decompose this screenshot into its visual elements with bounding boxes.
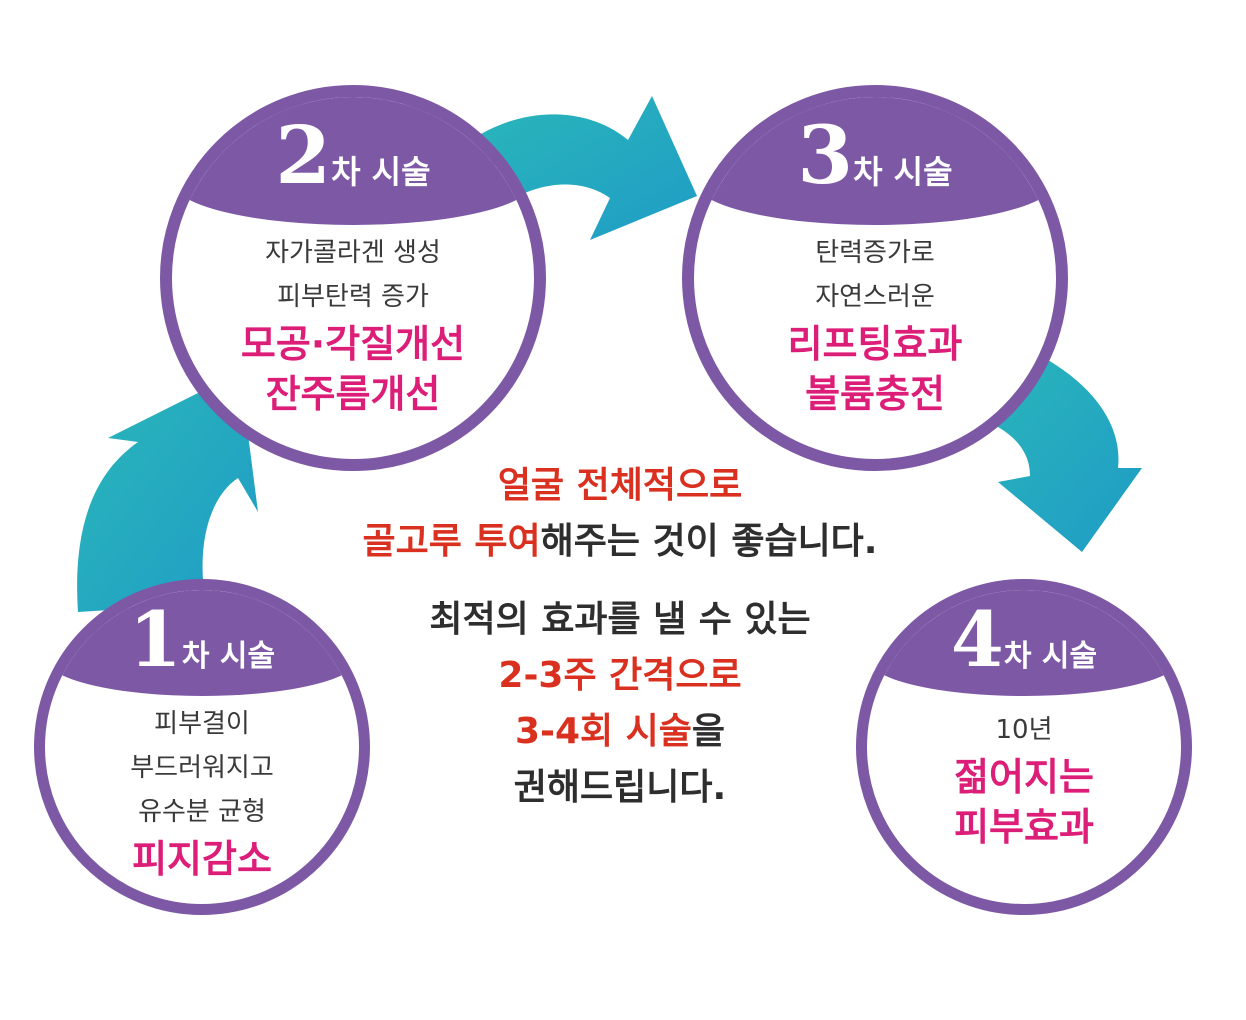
step-2-highlight: 모공·각질개선	[240, 322, 466, 366]
step-1-header	[45, 590, 359, 696]
step-1-line: 부드러워지고	[130, 753, 274, 783]
step-1-highlight: 피지감소	[132, 837, 272, 881]
step-3-highlight: 볼륨충전	[805, 372, 945, 416]
center-line-2-highlight: 골고루 투여	[362, 521, 541, 562]
step-4-highlight: 젊어지는	[954, 755, 1094, 799]
step-1-title: 차 시술	[181, 639, 276, 674]
step-3-line: 자연스러운	[815, 282, 935, 312]
step-2-circle: 2 차 시술 자가콜라겐 생성 피부탄력 증가 모공·각질개선 잔주름개선	[160, 85, 546, 471]
step-2-line: 자가콜라겐 생성	[265, 238, 441, 268]
step-2-highlight: 잔주름개선	[265, 372, 441, 416]
step-4-header	[867, 590, 1181, 696]
center-line-4: 2-3주 간격으로	[498, 655, 742, 696]
step-3-line: 탄력증가로	[815, 238, 935, 268]
step-4-title: 차 시술	[1003, 639, 1098, 674]
step-4-highlight: 피부효과	[954, 805, 1094, 849]
step-2-title: 차 시술	[331, 153, 431, 191]
center-line-5-text: 을	[691, 711, 726, 752]
step-1-number: 1	[128, 595, 182, 684]
step-2-line: 피부탄력 증가	[277, 282, 429, 312]
step-3-number: 3	[797, 108, 854, 202]
center-line-6: 권해드립니다.	[513, 767, 727, 808]
step-3-title: 차 시술	[853, 153, 953, 191]
step-2-header	[172, 97, 534, 225]
step-3-header	[694, 97, 1056, 225]
step-2-number: 2	[275, 108, 332, 202]
center-line-5-highlight: 3-4회 시술	[514, 711, 692, 752]
step-4-line: 10년	[995, 715, 1053, 745]
step-3-highlight: 리프팅효과	[787, 322, 963, 366]
step-1-line: 피부결이	[154, 709, 250, 739]
arrow-1-to-2	[77, 372, 258, 612]
center-line-3: 최적의 효과를 낼 수 있는	[429, 599, 811, 640]
step-1-line: 유수분 균형	[138, 797, 266, 827]
center-message: 얼굴 전체적으로 골고루 투여해주는 것이 좋습니다. 최적의 효과를 낼 수 …	[300, 458, 940, 816]
step-1-circle: 1 차 시술 피부결이 부드러워지고 유수분 균형 피지감소	[34, 579, 370, 915]
center-line-1: 얼굴 전체적으로	[497, 465, 743, 506]
center-line-2: 골고루 투여해주는 것이 좋습니다.	[300, 514, 940, 570]
step-4-number: 4	[950, 595, 1004, 684]
center-line-5: 3-4회 시술을	[300, 704, 940, 760]
step-3-circle: 3 차 시술 탄력증가로 자연스러운 리프팅효과 볼륨충전	[682, 85, 1068, 471]
center-line-2-text: 해주는 것이 좋습니다.	[540, 521, 878, 562]
step-4-circle: 4 차 시술 10년 젊어지는 피부효과	[856, 579, 1192, 915]
